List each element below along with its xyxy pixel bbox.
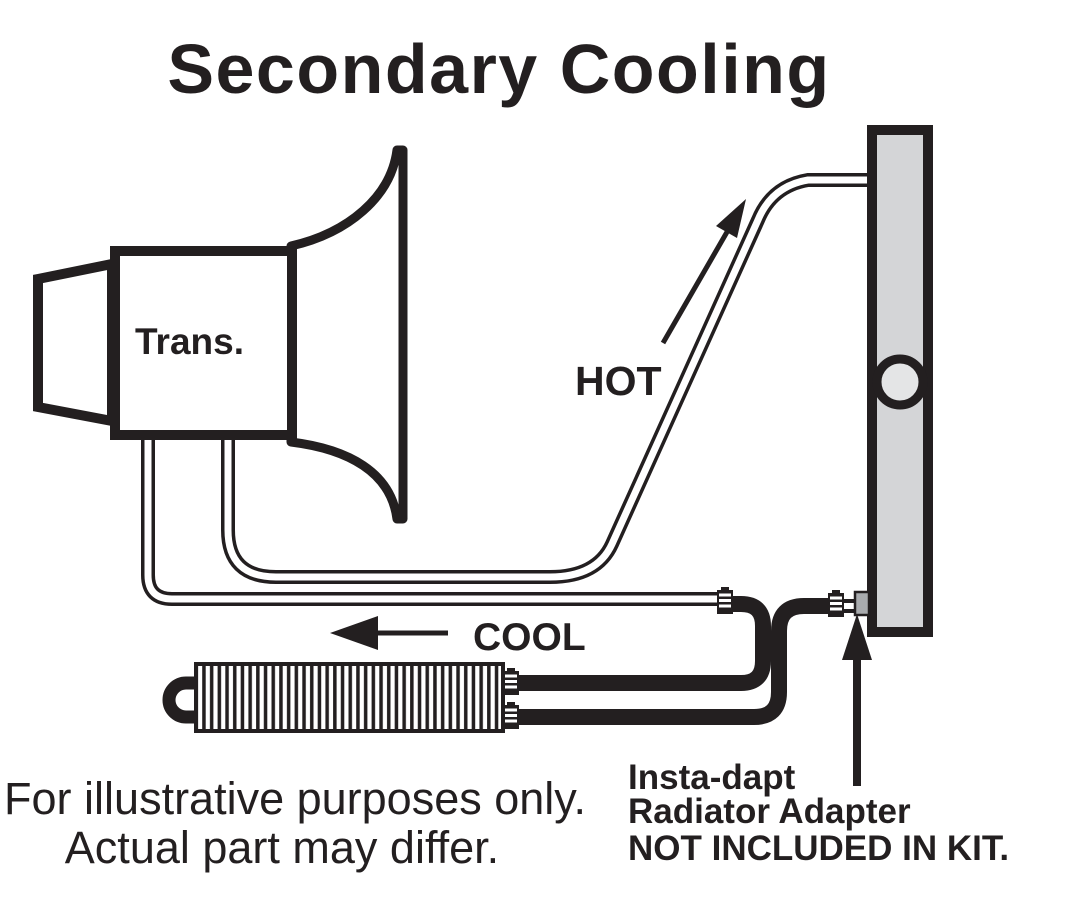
adapter-note: Insta-dapt Radiator Adapter NOT INCLUDED… [628, 758, 1009, 868]
adapter-pointer-arrow [842, 614, 872, 786]
radiator-filler-cap [872, 354, 928, 410]
disclaimer-line1: For illustrative purposes only. [4, 773, 586, 824]
adapter-note-line3: NOT INCLUDED IN KIT. [628, 829, 1009, 868]
clamp-cooler-top [503, 668, 519, 695]
cooler-return-loop [162, 676, 200, 724]
transmission-body [110, 246, 297, 440]
hot-line [221, 173, 867, 584]
cooler-bottom-hose [510, 598, 838, 725]
cool-line [141, 432, 722, 606]
adapter-note-line1: Insta-dapt [628, 758, 796, 797]
adapter-note-line2: Radiator Adapter [628, 792, 911, 831]
insta-dapt-adapter [853, 590, 871, 617]
cooler-body [194, 662, 505, 733]
disclaimer-line2: Actual part may differ. [65, 822, 499, 873]
clamp-radiator-fitting [828, 590, 844, 617]
hot-label: HOT [575, 358, 662, 404]
bellhousing [286, 145, 408, 524]
transmission-group: Trans. [33, 145, 408, 524]
cooler-top-hose [510, 596, 771, 691]
clamp-cool-junction [717, 587, 733, 614]
clamp-cooler-bottom [503, 702, 519, 729]
disclaimer: For illustrative purposes only. Actual p… [4, 773, 586, 873]
cooler-group [162, 662, 505, 733]
diagram-title: Secondary Cooling [167, 30, 830, 108]
transmission-label: Trans. [135, 321, 244, 362]
cool-flow-arrow [330, 616, 448, 650]
cool-label: COOL [473, 616, 586, 659]
tail-shaft [33, 257, 117, 428]
hot-flow-arrow [660, 199, 746, 345]
radiator-group [836, 125, 933, 637]
